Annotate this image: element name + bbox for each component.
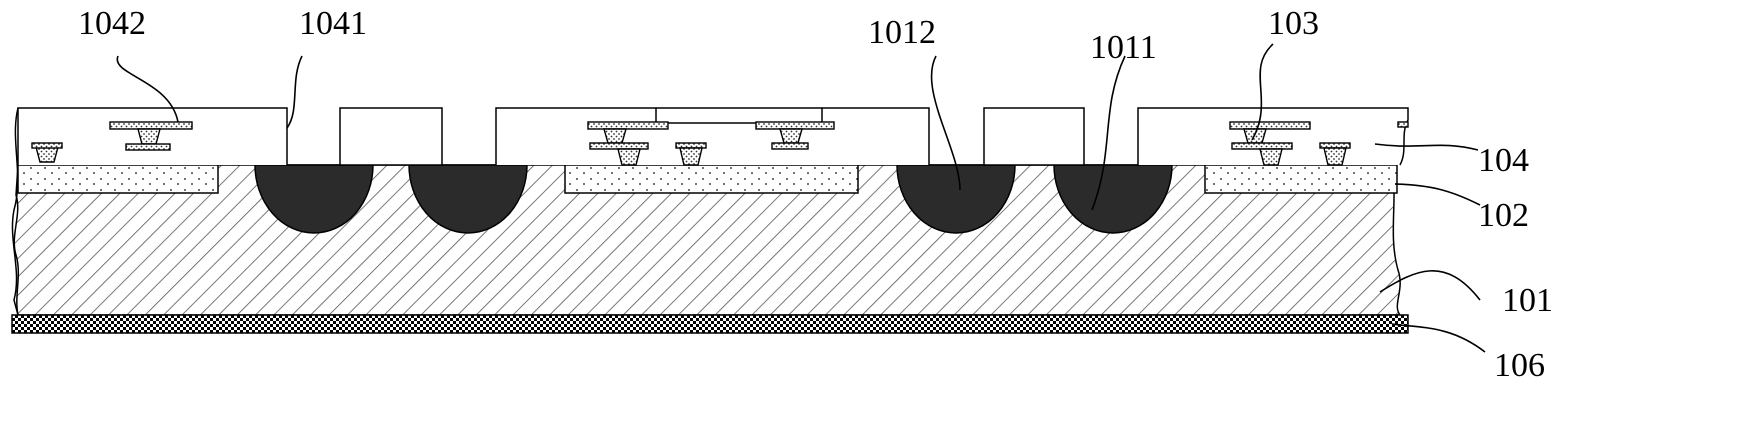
label-106: 106 (1494, 347, 1545, 384)
pad (1319, 142, 1351, 149)
label-102: 102 (1478, 197, 1529, 234)
pad (771, 142, 809, 150)
via (35, 146, 59, 163)
pad (675, 142, 707, 149)
via (1259, 148, 1283, 166)
pad (1231, 142, 1293, 150)
label-1042: 1042 (78, 5, 146, 42)
leader-1042 (116, 55, 179, 123)
pad (589, 142, 649, 150)
reference-labels: 1042 1041 1012 1011 103 104 102 101 106 (78, 5, 1553, 384)
pad-103 (1229, 121, 1311, 130)
pad (1397, 121, 1409, 128)
via (137, 128, 161, 145)
label-103: 103 (1268, 5, 1319, 42)
leader-104 (1374, 143, 1479, 151)
via (603, 128, 627, 144)
layer-102-segment-middle (564, 164, 859, 194)
via (679, 147, 703, 166)
dielectric-block-4 (983, 107, 1085, 166)
layer-102-segment-right (1204, 164, 1398, 194)
label-1011: 1011 (1090, 29, 1157, 66)
leader-106 (1391, 323, 1486, 353)
leader-1012 (930, 55, 961, 191)
via (779, 128, 803, 144)
via (1323, 147, 1347, 166)
doped-regions (254, 164, 1173, 234)
leader-103 (1251, 43, 1274, 141)
layer-102-segment-left (17, 164, 219, 194)
doped-region-1041 (254, 164, 374, 234)
pad (31, 142, 63, 149)
layer-104 (17, 107, 1409, 166)
dielectric-block-2 (339, 107, 443, 166)
leader-1011 (1091, 55, 1126, 211)
doped-region-1011 (1053, 164, 1173, 234)
leader-lines (116, 43, 1486, 353)
via (617, 148, 641, 166)
pad (125, 143, 171, 151)
layer-102 (17, 164, 1398, 194)
leader-1041 (286, 55, 303, 129)
label-1012: 1012 (868, 14, 936, 51)
left-break-line (11, 107, 19, 316)
wiring-103 (31, 121, 1409, 166)
pad (587, 121, 669, 130)
label-1041: 1041 (299, 5, 367, 42)
doped-region-1012 (896, 164, 1016, 234)
dielectric-block-3 (495, 107, 930, 165)
pad (755, 121, 835, 130)
doped-region-2 (408, 164, 528, 234)
label-101: 101 (1502, 282, 1553, 319)
back-layer-106 (11, 314, 1409, 334)
leader-101 (1379, 270, 1481, 301)
leader-102 (1394, 183, 1481, 206)
label-104: 104 (1478, 142, 1529, 179)
pad-1042 (109, 121, 193, 130)
